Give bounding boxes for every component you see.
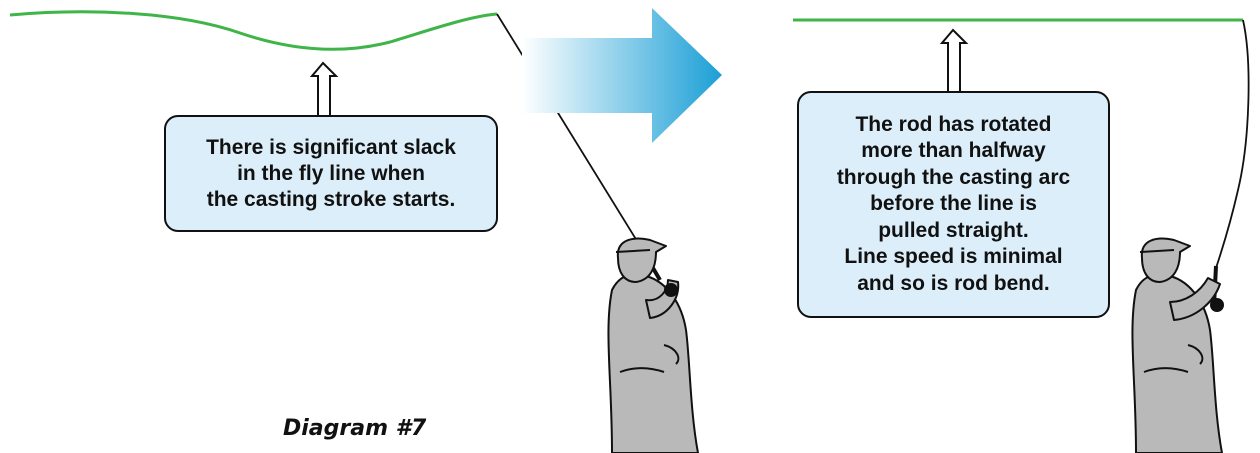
fishing-rod-right bbox=[1215, 19, 1250, 269]
callout-right-line-2: more than halfway bbox=[861, 139, 1046, 163]
callout-right-line-5: pulled straight. bbox=[878, 218, 1029, 242]
transition-arrow-icon bbox=[522, 8, 722, 143]
angler-figure-left bbox=[607, 237, 699, 453]
callout-left-line-1: There is significant slack bbox=[206, 135, 456, 159]
angler-figure-right bbox=[1131, 237, 1224, 453]
callout-right-line-1: The rod has rotated bbox=[855, 112, 1052, 136]
slack-fly-line bbox=[9, 10, 498, 51]
callout-right-line-7: and so is rod bend. bbox=[857, 271, 1050, 295]
callout-pointer-right bbox=[939, 28, 969, 93]
callout-left-line-2: in the fly line when bbox=[237, 161, 425, 185]
diagram-caption: Diagram #7 bbox=[283, 416, 427, 441]
callout-pointer-left bbox=[309, 61, 339, 117]
callout-right-line-3: through the casting arc bbox=[836, 165, 1071, 189]
callout-box-right: The rod has rotated more than halfway th… bbox=[797, 91, 1110, 318]
callout-right-line-6: Line speed is minimal bbox=[844, 245, 1063, 269]
callout-left-line-3: the casting stroke starts. bbox=[206, 187, 456, 211]
callout-right-line-4: before the line is bbox=[870, 192, 1037, 216]
callout-box-left: There is significant slack in the fly li… bbox=[164, 115, 498, 232]
